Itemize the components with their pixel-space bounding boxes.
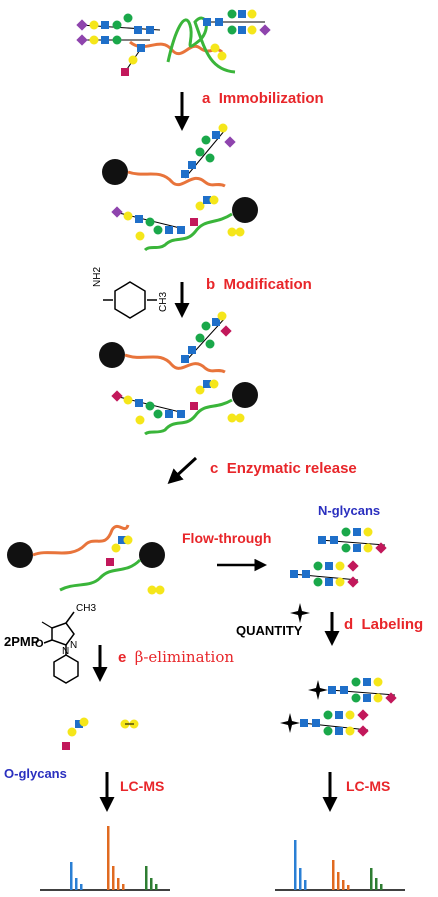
immobilized-glycopeptides <box>102 123 258 252</box>
pmp-label: 2PMP <box>4 634 40 649</box>
o-glycan <box>227 227 245 237</box>
bead <box>139 542 165 568</box>
n-glycan <box>290 560 359 588</box>
o-glycan <box>121 44 145 76</box>
peptide-green <box>143 212 233 252</box>
o-glycan <box>190 195 219 226</box>
n-glycan <box>181 311 232 363</box>
ch3-pmp-label: CH3 <box>76 603 97 614</box>
bead <box>7 542 33 568</box>
n-glycan <box>181 123 236 179</box>
arrow-c <box>167 456 198 485</box>
released-n-glycans <box>290 527 387 588</box>
peptide-orange <box>32 524 130 557</box>
step-b-label: b Modification <box>206 276 312 293</box>
n-glycan <box>76 13 161 34</box>
n-glycan <box>300 709 369 737</box>
label-star-icon <box>290 603 310 623</box>
quantity-label: QUANTITY <box>236 623 303 638</box>
labeled-n-glycans <box>280 677 397 737</box>
o-glycan <box>227 413 245 423</box>
step-d-label: d Labeling <box>344 616 424 633</box>
ms-spectrum-left <box>40 826 170 891</box>
flow-through-label: Flow-through <box>182 530 272 546</box>
o-glycan <box>190 379 219 410</box>
p-toluidine-structure <box>103 281 157 319</box>
n-glycan <box>318 527 387 554</box>
peptide-green <box>166 16 236 74</box>
o-atom-label: O <box>35 638 44 650</box>
lcms-left-label: LC-MS <box>120 778 165 794</box>
bead <box>102 159 128 185</box>
o-glycans-label: O-glycans <box>4 766 67 781</box>
step-a-label: a Immobilization <box>202 90 324 107</box>
o-glycan <box>210 43 227 61</box>
ms-spectrum-right <box>275 840 405 891</box>
pmp-structure <box>41 611 79 684</box>
peptide-orange <box>127 170 226 188</box>
peptides-with-o-glycans <box>7 524 165 595</box>
label-star-icon <box>280 713 300 733</box>
released-o-glycans <box>62 717 139 750</box>
n-atom-label-1: N <box>70 640 78 651</box>
step-c-label: c Enzymatic release <box>210 460 357 477</box>
peptide-orange <box>124 353 226 374</box>
nh2-label: NH2 <box>92 266 103 287</box>
n-glycan <box>111 390 185 425</box>
step-e-label: e β-elimination <box>118 648 235 666</box>
n-glycan <box>111 206 185 241</box>
bead <box>99 342 125 368</box>
n-glycan <box>203 9 271 36</box>
bead <box>232 382 258 408</box>
modified-glycopeptides <box>99 311 258 436</box>
n-glycans-label: N-glycans <box>318 503 381 518</box>
n-glycan <box>76 34 150 46</box>
peptide-green <box>144 398 233 436</box>
n-glycan <box>328 677 397 704</box>
lcms-right-label: LC-MS <box>346 778 391 794</box>
label-star-icon <box>308 680 328 700</box>
ch3-toluidine-label: CH3 <box>158 291 169 312</box>
peptide-green <box>59 558 142 592</box>
o-glycan <box>147 585 165 595</box>
o-glycan <box>106 535 133 566</box>
glycopeptide-mixture <box>76 9 271 76</box>
bead <box>232 197 258 223</box>
n-atom-label-2: N <box>62 646 70 657</box>
